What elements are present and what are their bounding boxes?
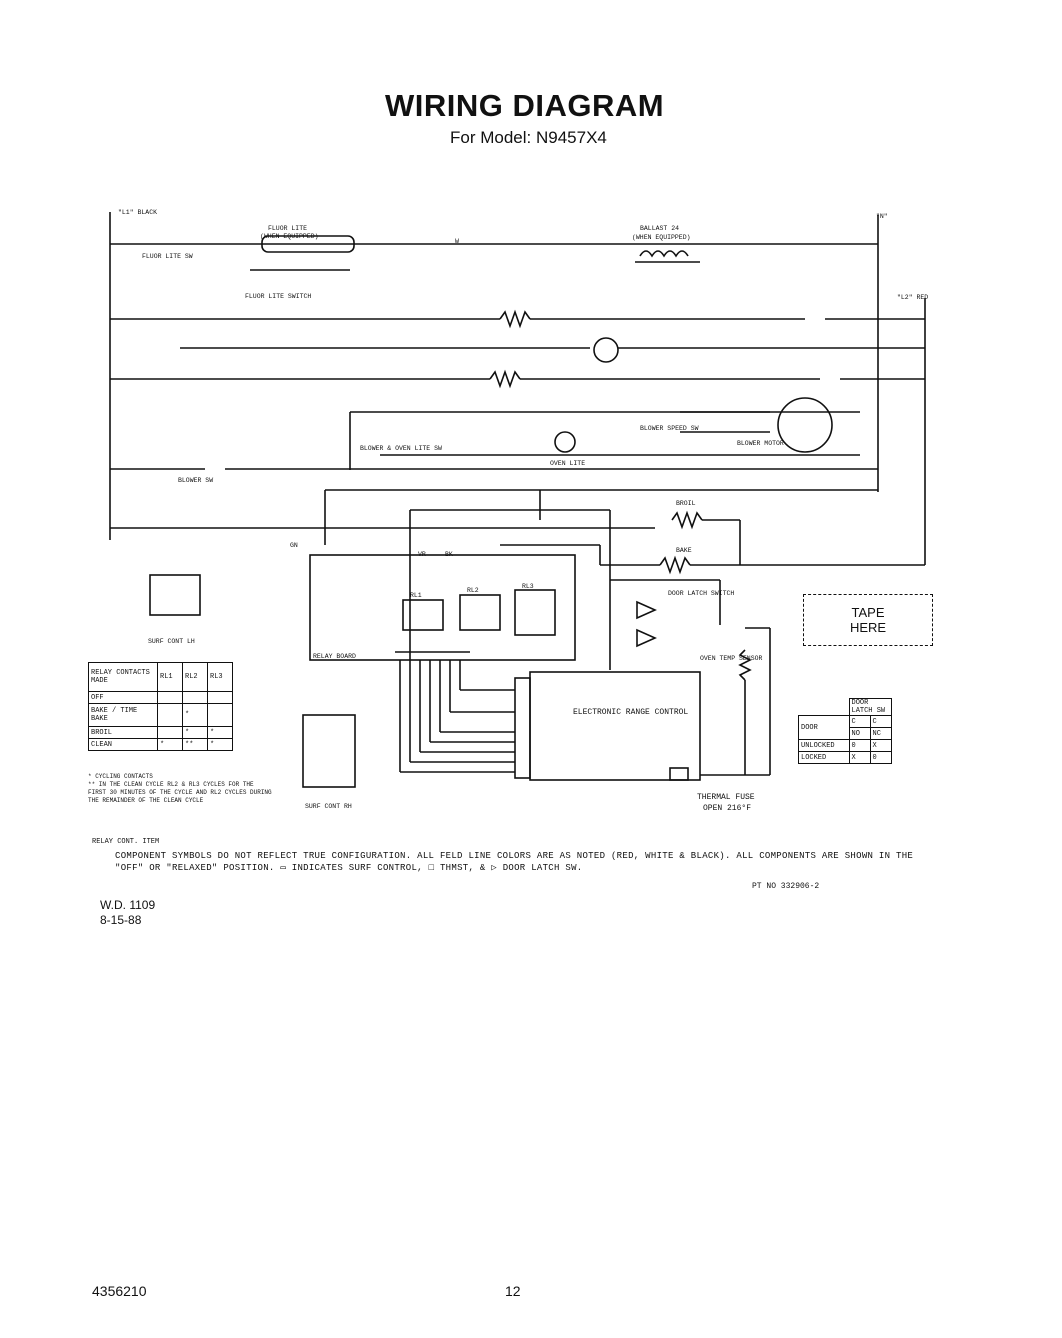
relay-table-header: RELAY CONTACTS MADE RL1 RL2 RL3 <box>88 662 233 692</box>
latch-row-label: UNLOCKED <box>798 739 850 752</box>
relay-header-rl2: RL2 <box>182 662 208 692</box>
blower-sw-label: BLOWER SW <box>178 477 213 484</box>
ballast-when-equipped: (WHEN EQUIPPED) <box>632 234 691 241</box>
page-number: 12 <box>505 1283 521 1299</box>
blower-speed-sw-label: BLOWER SPEED SW <box>640 425 699 432</box>
relay-cell: ** <box>182 738 208 751</box>
latch-col-c: C <box>848 715 871 728</box>
relay-cell: * <box>182 726 208 739</box>
latch-cell: 0 <box>848 739 871 752</box>
relay-cell <box>157 691 183 704</box>
tape-line-1: TAPE <box>851 605 885 620</box>
latch-col-door: DOOR <box>798 715 850 740</box>
tape-here-box: TAPE HERE <box>803 594 933 646</box>
relay-cell <box>207 691 233 704</box>
thermal-fuse-open-label: OPEN 216°F <box>703 804 751 813</box>
fluor-when-equipped: (WHEN EQUIPPED) <box>260 233 319 240</box>
rl2-label: RL2 <box>467 587 479 594</box>
relay-header-rl3: RL3 <box>207 662 233 692</box>
wd-block: W.D. 1109 8-15-88 <box>100 898 155 928</box>
rl1-label: RL1 <box>410 592 422 599</box>
fluor-lite-label: FLUOR LITE <box>268 225 307 232</box>
relay-row-label: BAKE / TIME BAKE <box>88 703 158 727</box>
relay-cell <box>157 703 183 727</box>
vr-wire-label: VR <box>418 551 426 558</box>
surf-cont-rh-label: SURF CONT RH <box>305 803 352 810</box>
latch-cell: X <box>869 739 892 752</box>
relay-cell: * <box>182 703 208 727</box>
blower-oven-lite-sw-label: BLOWER & OVEN LITE SW <box>360 445 442 452</box>
table-row: OFF <box>88 691 233 704</box>
relay-row-label: BROIL <box>88 726 158 739</box>
latch-title: DOOR LATCH SW <box>848 698 892 716</box>
broil-label: BROIL <box>676 500 696 507</box>
relay-cell: * <box>207 726 233 739</box>
table-row: DOOR C C <box>798 715 892 740</box>
latch-cell: 0 <box>869 751 892 764</box>
relay-legend: * CYCLING CONTACTS ** IN THE CLEAN CYCLE… <box>88 773 273 805</box>
latch-col-no: NO <box>848 727 871 740</box>
table-row: BROIL * * <box>88 726 233 739</box>
model-subtitle: For Model: N9457X4 <box>450 128 607 147</box>
notes-heading: RELAY CONT. ITEM <box>92 838 160 846</box>
fluor-lite-sw-label: FLUOR LITE SW <box>142 253 193 260</box>
wd-number: W.D. 1109 <box>100 898 156 912</box>
latch-row-label: LOCKED <box>798 751 850 764</box>
relay-contacts-table: RELAY CONTACTS MADE RL1 RL2 RL3 OFF BAKE… <box>88 662 233 751</box>
fluor-lite-switch-label: FLUOR LITE SWITCH <box>245 293 311 300</box>
legend-clean-note: ** IN THE CLEAN CYCLE RL2 & RL3 CYCLES F… <box>88 781 272 804</box>
rl3-label: RL3 <box>522 583 534 590</box>
table-row: LOCKED X 0 <box>798 751 892 764</box>
bake-label: BAKE <box>676 547 692 554</box>
n-label: "N" <box>876 213 888 220</box>
legend-cycling: * CYCLING CONTACTS <box>88 773 153 780</box>
door-latch-switch-label: DOOR LATCH SWITCH <box>668 590 734 597</box>
ballast-label: BALLAST 24 <box>640 225 679 232</box>
l1-black-label: "L1" BLACK <box>118 209 157 216</box>
relay-board-label: RELAY BOARD <box>313 653 356 660</box>
w-wire-label: W <box>455 238 459 245</box>
relay-cell <box>207 703 233 727</box>
table-row: UNLOCKED 0 X <box>798 739 892 752</box>
table-row: DOOR LATCH SW <box>798 698 892 716</box>
relay-header-contacts: RELAY CONTACTS MADE <box>88 662 158 692</box>
oven-temp-sensor-label: OVEN TEMP SENSOR <box>700 655 763 662</box>
surf-cont-lh-label: SURF CONT LH <box>148 638 195 645</box>
document-number: 4356210 <box>92 1283 147 1299</box>
tape-line-2: HERE <box>849 620 887 635</box>
l2-red-label: "L2" RED <box>897 294 928 301</box>
gn-wire-label: GN <box>290 542 298 549</box>
relay-row-label: OFF <box>88 691 158 704</box>
wd-date: 8-15-88 <box>100 913 142 927</box>
component-note: COMPONENT SYMBOLS DO NOT REFLECT TRUE CO… <box>115 851 914 873</box>
relay-cell: * <box>207 738 233 751</box>
relay-row-label: CLEAN <box>88 738 158 751</box>
blower-motor-label: BLOWER MOTOR <box>737 440 784 447</box>
relay-cell: * <box>157 738 183 751</box>
door-latch-table: DOOR LATCH SW DOOR C C NO NC UNLOCKED 0 … <box>798 698 892 764</box>
latch-col-nc: NC <box>869 727 892 740</box>
part-number: PT NO 332906-2 <box>752 882 820 891</box>
relay-cell <box>157 726 183 739</box>
thermal-fuse-label: THERMAL FUSE <box>697 793 755 802</box>
table-row: BAKE / TIME BAKE * <box>88 703 233 727</box>
latch-col-c2: C <box>869 715 892 728</box>
oven-lite-label: OVEN LITE <box>550 460 585 467</box>
latch-cell: X <box>848 751 871 764</box>
erc-label: ELECTRONIC RANGE CONTROL <box>573 708 688 717</box>
relay-cell <box>182 691 208 704</box>
table-row: CLEAN * ** * <box>88 738 233 751</box>
relay-header-rl1: RL1 <box>157 662 183 692</box>
diagram-title: WIRING DIAGRAM <box>385 88 665 123</box>
latch-blank <box>798 698 850 716</box>
bk-wire-label: BK <box>445 551 453 558</box>
